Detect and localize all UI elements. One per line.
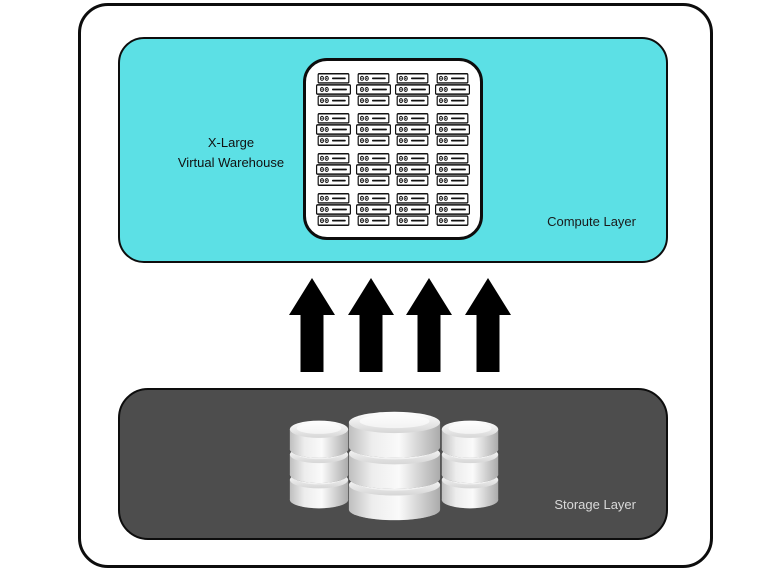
- up-arrow-icon: [347, 278, 394, 372]
- compute-layer-box: X-Large Virtual Warehouse Compute Layer: [118, 37, 668, 263]
- server-rack-icon: [395, 112, 431, 146]
- server-rack-icon: [355, 192, 391, 226]
- data-flow-arrows: [289, 278, 511, 372]
- server-rack-icon: [395, 192, 431, 226]
- database-disk-stack-icon: [441, 420, 499, 509]
- server-rack-icon: [355, 112, 391, 146]
- server-rack-icon: [316, 72, 352, 106]
- server-cluster-box: [303, 58, 483, 240]
- storage-layer-label: Storage Layer: [554, 497, 636, 512]
- database-disk-stack-icon: [348, 411, 441, 521]
- server-rack-icon: [355, 152, 391, 186]
- compute-layer-label: Compute Layer: [547, 214, 636, 229]
- up-arrow-icon: [464, 278, 511, 372]
- server-rack-icon: [395, 152, 431, 186]
- server-rack-icon: [355, 72, 391, 106]
- database-disk-stack-icon: [289, 420, 349, 509]
- server-rack-icon: [316, 152, 352, 186]
- server-rack-icon: [316, 192, 352, 226]
- server-rack-icon: [434, 152, 470, 186]
- up-arrow-icon: [289, 278, 335, 372]
- server-rack-icon: [434, 112, 470, 146]
- server-rack-icon: [434, 72, 470, 106]
- up-arrow-icon: [406, 278, 453, 372]
- diagram-outer-frame: X-Large Virtual Warehouse Compute Layer …: [78, 3, 713, 568]
- warehouse-label: X-Large Virtual Warehouse: [124, 133, 338, 172]
- server-rack-icon: [395, 72, 431, 106]
- server-rack-icon: [434, 192, 470, 226]
- storage-layer-box: Storage Layer: [118, 388, 668, 540]
- server-rack-icon: [316, 112, 352, 146]
- warehouse-type-text: Virtual Warehouse: [177, 154, 285, 170]
- warehouse-size-text: X-Large: [207, 135, 255, 150]
- server-grid: [316, 72, 470, 226]
